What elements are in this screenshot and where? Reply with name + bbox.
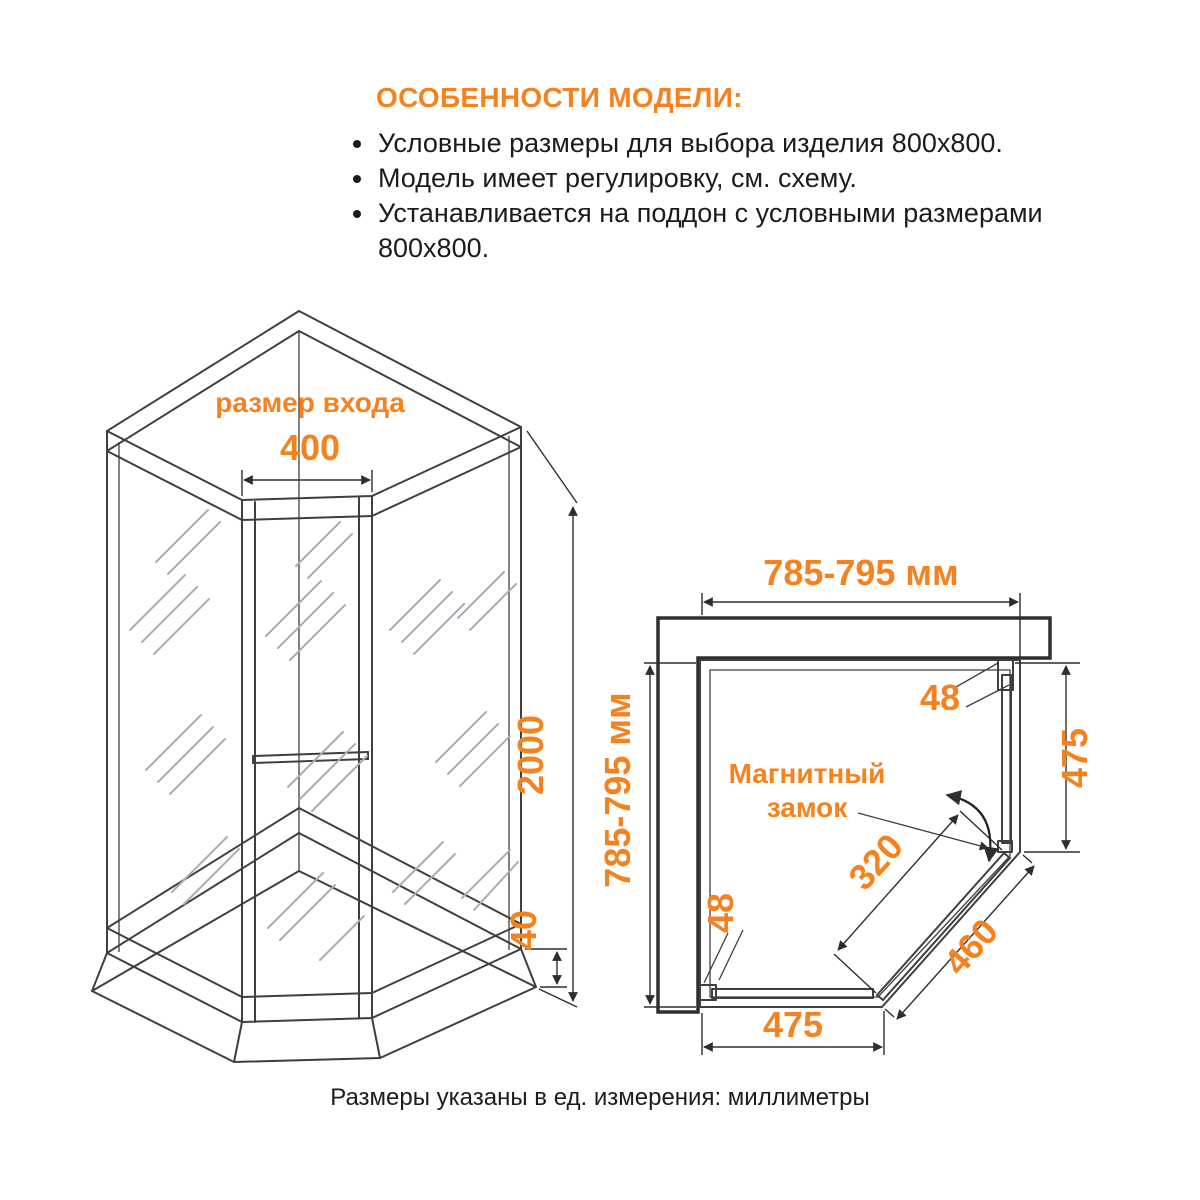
feature-item: Условные размеры для выбора изделия 800x… [376, 126, 1090, 161]
feature-item: Модель имеет регулировку, см. схему. [376, 161, 1090, 196]
wall-profile-bottom [699, 984, 717, 1001]
iso-dimensions: размер входа 400 2000 40 [215, 387, 578, 1008]
wall-profile-top [997, 659, 1014, 691]
magnet-label-line2: замок [767, 792, 849, 823]
right-glass-panel [1001, 674, 1012, 844]
shower-frame [91, 310, 537, 1063]
door-swing-arrow [945, 790, 999, 863]
plan-depth-left-value: 785-795 мм [597, 692, 638, 887]
handle-bar [252, 751, 369, 764]
features-title: ОСОБЕННОСТИ МОДЕЛИ: [376, 82, 743, 113]
right-panel-length-value: 475 [1054, 728, 1095, 788]
bottom-glass-panel [711, 988, 874, 999]
diagonal-length-value: 460 [935, 911, 1006, 983]
plan-view-drawing: 785-795 мм 785-795 мм 48 475 320 460 [597, 552, 1095, 1055]
feature-item: Устанавливается на поддон с условными ра… [376, 196, 1090, 266]
features-list: Условные размеры для выбора изделия 800x… [338, 126, 1090, 266]
bottom-panel-length-value: 475 [763, 1004, 823, 1045]
units-note: Размеры указаны в ед. измерения: миллиме… [330, 1084, 870, 1111]
door-width-value: 320 [840, 826, 911, 898]
walls [656, 616, 1052, 1014]
magnet-label-line1: Магнитный [729, 758, 886, 789]
height-value: 2000 [510, 715, 551, 795]
entrance-width-value: 400 [280, 427, 340, 468]
profile-width-bottom-value: 48 [700, 893, 741, 933]
profile-width-top-value: 48 [920, 677, 960, 718]
tray-height-value: 40 [503, 910, 544, 950]
features-section: ОСОБЕННОСТИ МОДЕЛИ: Условные размеры для… [338, 82, 1090, 266]
plan-width-top-value: 785-795 мм [763, 552, 958, 593]
entrance-size-label: размер входа [215, 387, 405, 418]
glass-hatching [129, 509, 519, 961]
iso-view-drawing: размер входа 400 2000 40 [91, 310, 578, 1063]
